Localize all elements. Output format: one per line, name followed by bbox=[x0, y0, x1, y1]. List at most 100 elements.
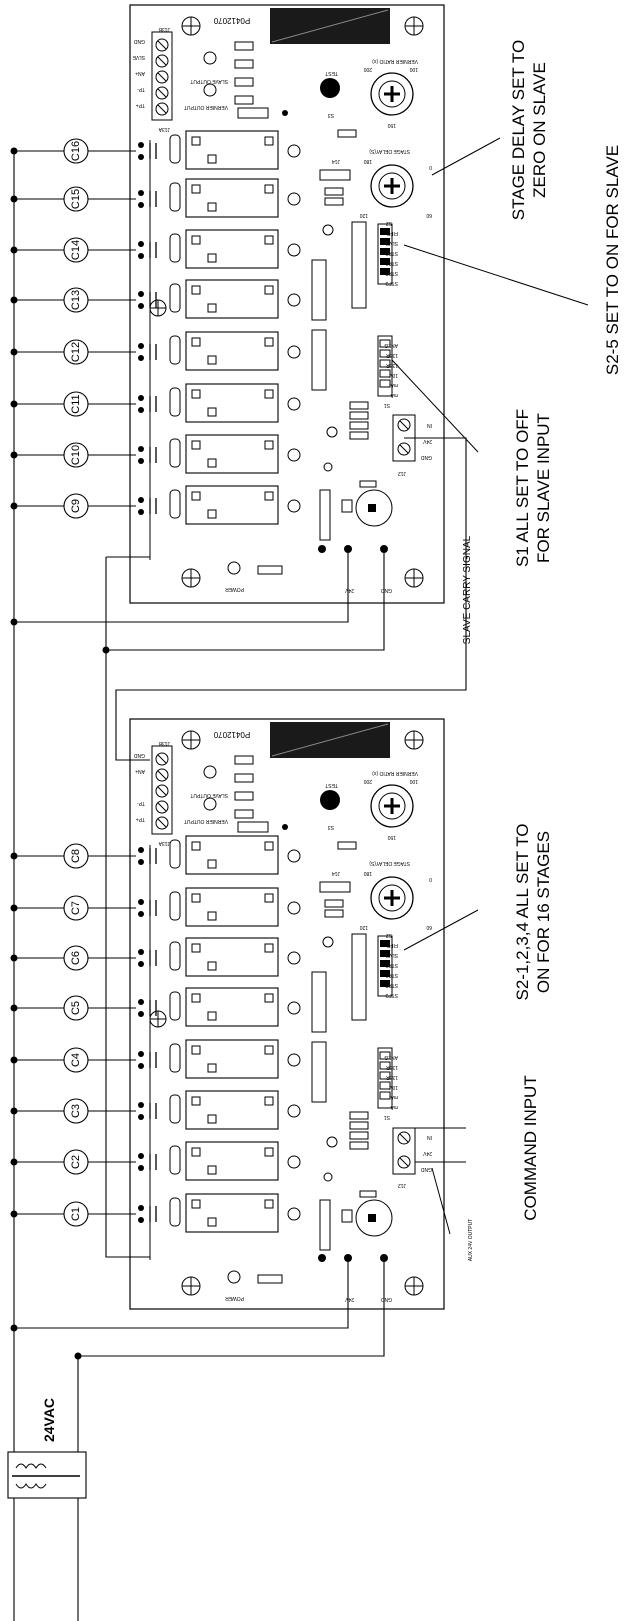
relay-pin bbox=[264, 1096, 274, 1106]
pin-label: GND bbox=[134, 38, 146, 44]
terminal-dot bbox=[138, 303, 144, 309]
channel-label: C3 bbox=[70, 1104, 82, 1118]
scale-mark: 100 bbox=[409, 778, 418, 784]
relay bbox=[185, 383, 279, 423]
supply-label: 24VAC bbox=[41, 1398, 57, 1442]
capacitor-c1 bbox=[355, 1199, 393, 1237]
ic-u1 bbox=[351, 221, 367, 309]
connector-label: J13A bbox=[158, 840, 170, 846]
terminal-dot bbox=[138, 142, 144, 148]
varistor bbox=[169, 335, 181, 365]
ic-u4 bbox=[311, 1041, 327, 1103]
relay bbox=[185, 178, 279, 218]
channel-label: C1 bbox=[70, 1207, 82, 1221]
command-input-label: COMMAND INPUT bbox=[521, 1075, 540, 1220]
switch-label: mA bbox=[390, 1104, 398, 1110]
varistor bbox=[169, 489, 181, 519]
test-label: TEST bbox=[325, 70, 338, 76]
terminal-dot bbox=[138, 1114, 144, 1120]
relay-pin bbox=[191, 184, 201, 194]
scale-mark: 0 bbox=[429, 164, 432, 170]
relay-pin bbox=[264, 1045, 274, 1055]
relay-pin bbox=[207, 154, 217, 164]
terminal-dot bbox=[138, 497, 144, 503]
ics bbox=[311, 933, 367, 1103]
terminal-dot bbox=[138, 1063, 144, 1069]
slave-carry-wire bbox=[115, 437, 467, 761]
relay bbox=[185, 130, 279, 170]
stage-delay-note: STAGE DELAY SET TO bbox=[509, 40, 528, 220]
annotation-leaders bbox=[391, 137, 589, 1235]
relay-pin bbox=[264, 491, 274, 501]
in-label: IN bbox=[427, 422, 432, 428]
channel-label: C6 bbox=[70, 951, 82, 965]
terminal-dot bbox=[138, 1051, 144, 1057]
varistor bbox=[169, 1197, 181, 1227]
ic-u4 bbox=[311, 329, 327, 391]
relay-pin bbox=[207, 911, 217, 921]
pin-label: AN+ bbox=[135, 70, 145, 76]
j12-label: J12 bbox=[398, 1182, 406, 1188]
in-label: IN bbox=[427, 1134, 432, 1140]
channel-label: C5 bbox=[70, 1001, 82, 1015]
switch-label: STP1 bbox=[385, 972, 398, 978]
relay-pin bbox=[207, 1011, 217, 1021]
s1-dip-switch: ANLG 135R 135R 10V mA mA S1 bbox=[377, 335, 398, 408]
relay-pin bbox=[191, 235, 201, 245]
switch-label: STP0 bbox=[385, 962, 398, 968]
relay bbox=[185, 1039, 279, 1079]
input-section: IN 24V GND J12 bbox=[318, 1111, 432, 1262]
channel-label: C12 bbox=[70, 342, 82, 362]
scale-mark: 200 bbox=[363, 778, 372, 784]
relay bbox=[185, 887, 279, 927]
power-label: POWER bbox=[225, 586, 244, 592]
vernier-ratio-dial bbox=[370, 784, 414, 828]
test-label: TEST bbox=[325, 782, 338, 788]
varistor bbox=[169, 891, 181, 921]
s2-dip-switch: FIFO SLVE STP0 STP1 STP2 STP3 S2 bbox=[377, 220, 398, 286]
s2-1234-note: S2-1,2,3,4 ALL SET TO bbox=[513, 823, 532, 1000]
varistor bbox=[169, 1043, 181, 1073]
relay bbox=[185, 434, 279, 474]
heatsink-diagonal bbox=[271, 723, 389, 757]
varistor bbox=[169, 182, 181, 212]
part-number: P0412070 bbox=[213, 16, 250, 25]
varistor bbox=[169, 1145, 181, 1175]
relay-pin bbox=[191, 389, 201, 399]
switch-label: STP2 bbox=[385, 982, 398, 988]
terminal-dot bbox=[138, 253, 144, 259]
varistor bbox=[169, 991, 181, 1021]
slave-24v-wire bbox=[14, 553, 349, 623]
vernier-output-label: VERNIER OUTPUT bbox=[184, 818, 228, 824]
board-master: P0412070 GND AN+ TP- TP+ J13B J13A bbox=[129, 718, 445, 1310]
terminal-dot bbox=[138, 154, 144, 160]
j12-terminal bbox=[392, 1127, 416, 1175]
terminal-dot bbox=[138, 1217, 144, 1223]
pin-label: TP+ bbox=[136, 816, 145, 822]
relay-pin bbox=[207, 202, 217, 212]
relay-pin bbox=[207, 355, 217, 365]
terminal-dot bbox=[138, 509, 144, 515]
terminal-dot bbox=[138, 407, 144, 413]
24v-label: 24V bbox=[344, 1296, 354, 1302]
connector-label: J13B bbox=[158, 26, 170, 32]
terminal-dot bbox=[138, 202, 144, 208]
led bbox=[287, 293, 301, 307]
relay bbox=[185, 1193, 279, 1233]
heatsink-diagonal bbox=[271, 9, 389, 43]
switch-label: STP3 bbox=[385, 280, 398, 286]
relay-pin bbox=[191, 943, 201, 953]
scale-mark: 180 bbox=[363, 158, 372, 164]
switch-label: mA bbox=[390, 1094, 398, 1100]
relay-pin bbox=[264, 440, 274, 450]
terminal-dot bbox=[138, 355, 144, 361]
varistor bbox=[169, 134, 181, 164]
terminal-dot bbox=[138, 1011, 144, 1017]
terminal-dot bbox=[138, 1153, 144, 1159]
24v-label: 24V bbox=[422, 438, 432, 444]
led bbox=[287, 1207, 301, 1221]
vernier-output-label: VERNIER OUTPUT bbox=[184, 104, 228, 110]
relay-pin bbox=[207, 1063, 217, 1073]
switch-label: 135R bbox=[386, 352, 398, 358]
